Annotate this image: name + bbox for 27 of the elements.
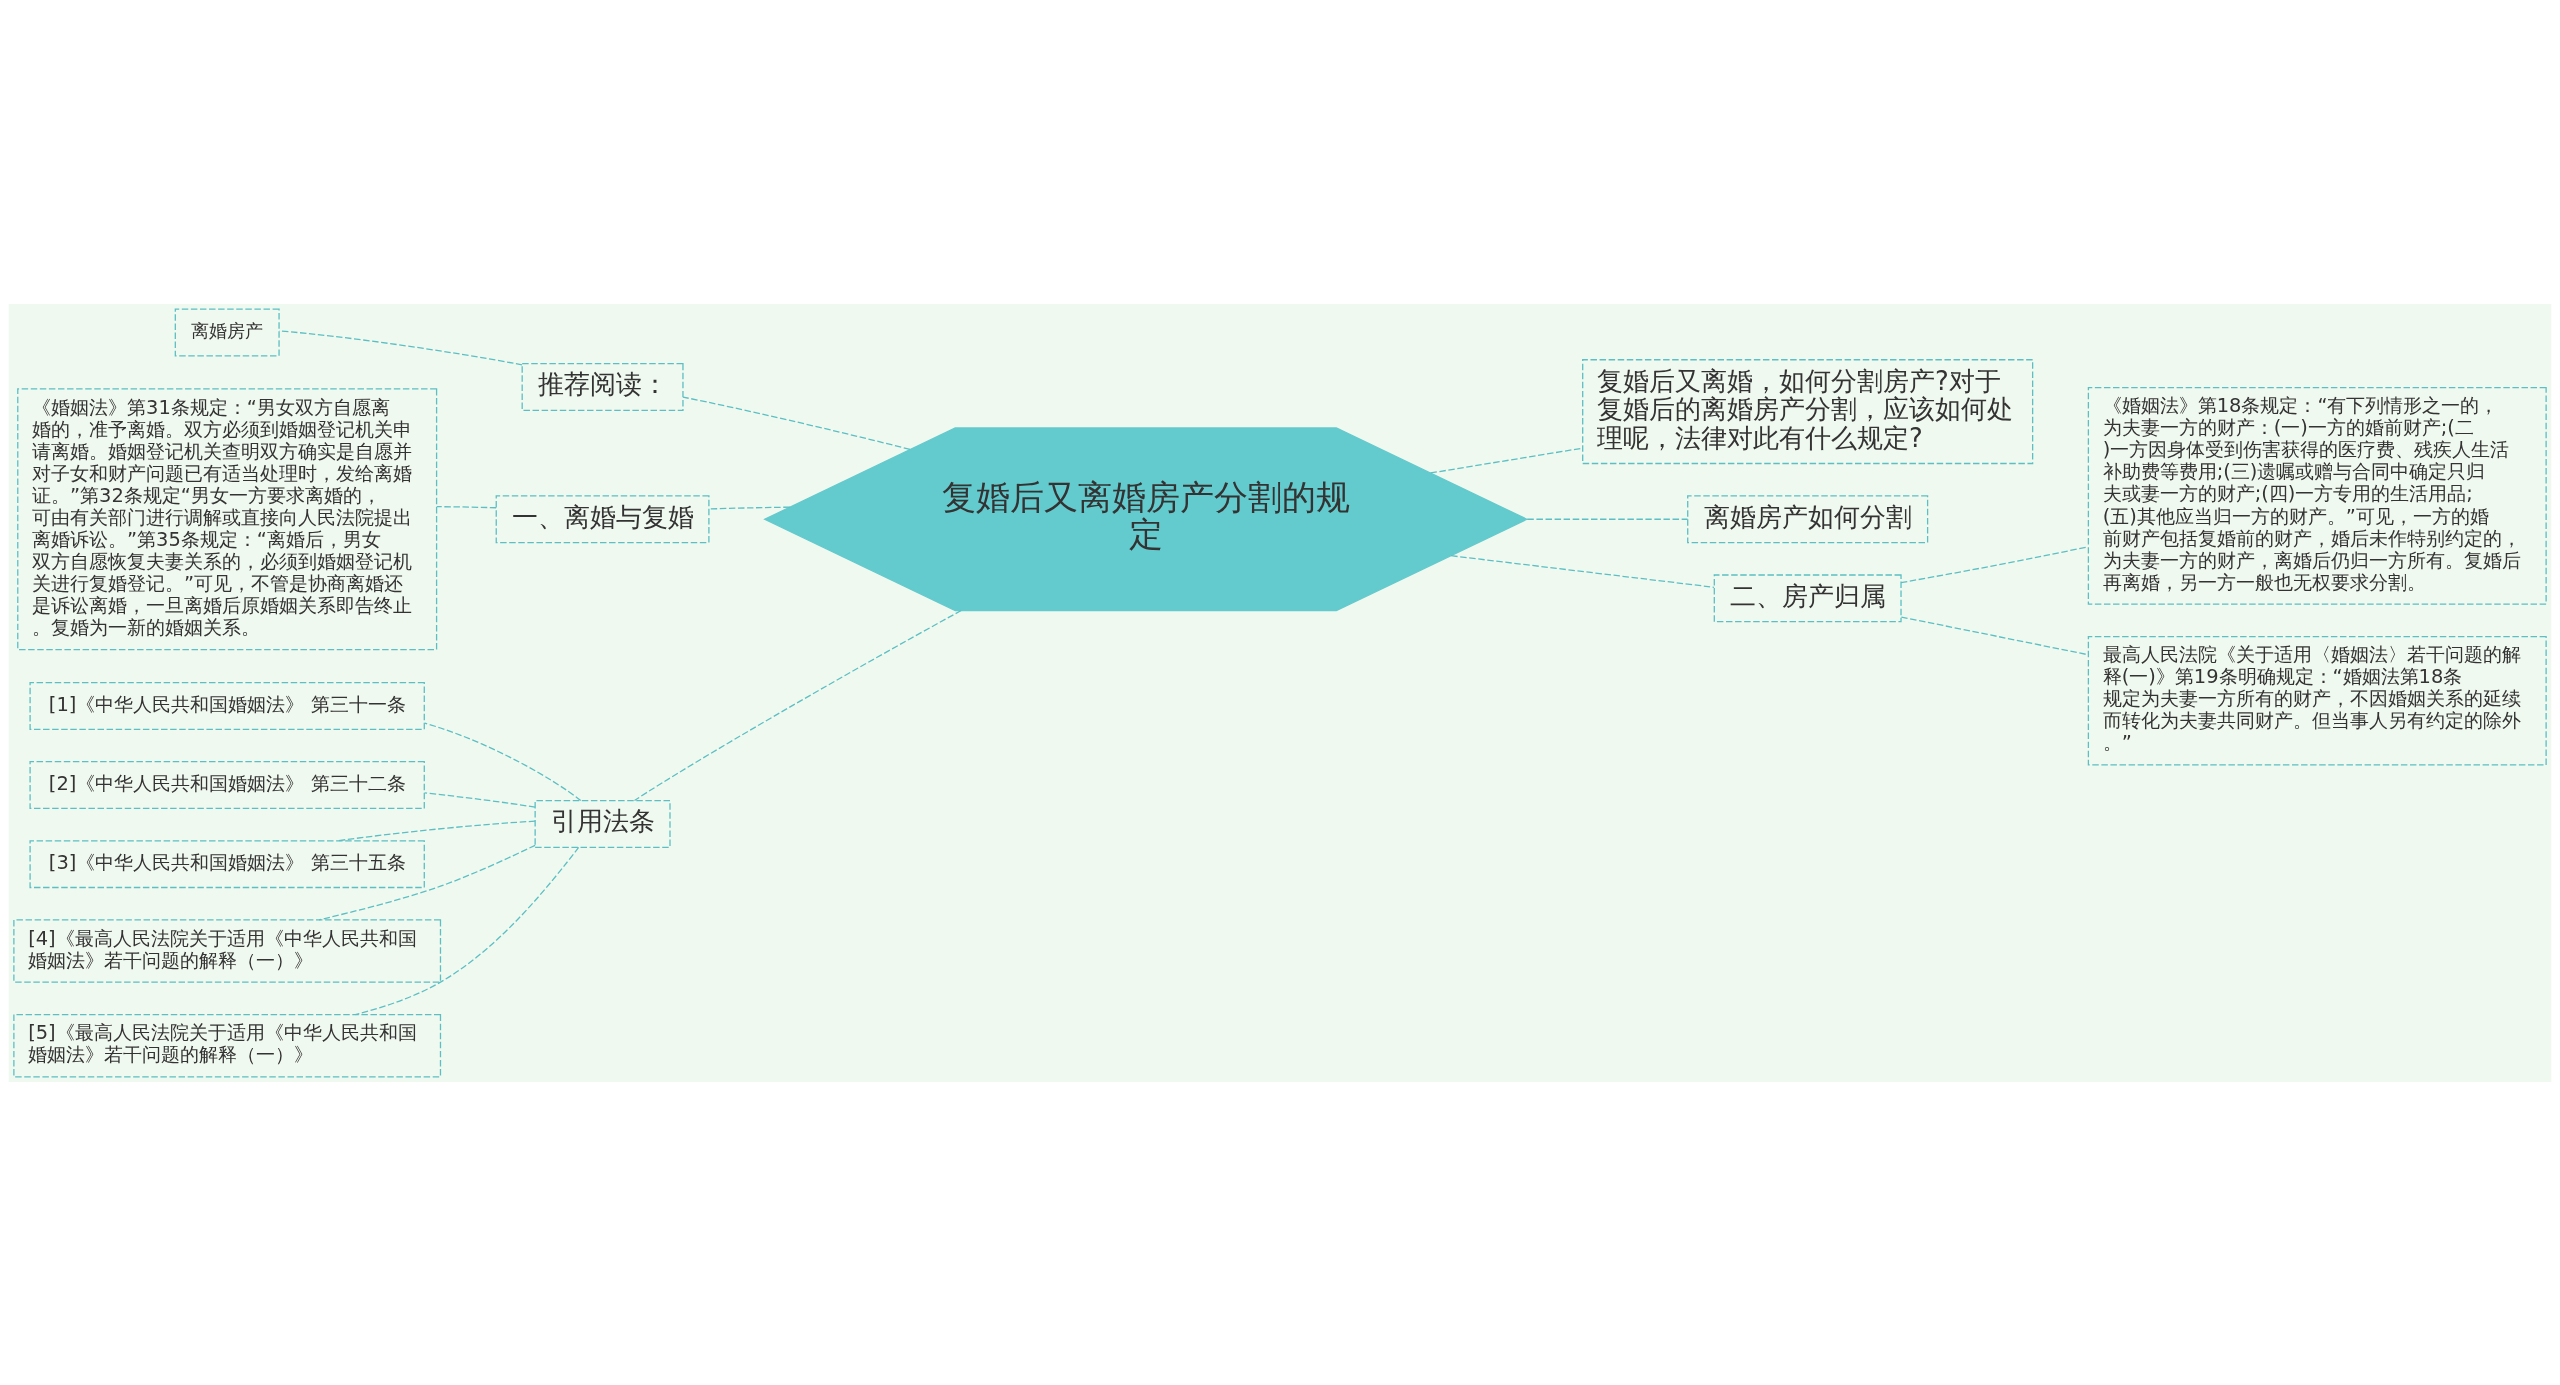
node-box: 引用法条 [534,799,671,848]
node-box: [2]《中华人民共和国婚姻法》 第三十二条 [29,760,425,809]
node-box: [4]《最高人民法院关于适用《中华人民共和国婚姻法》若干问题的解释（一）》 [13,918,442,983]
node-box: [5]《最高人民法院关于适用《中华人民共和国婚姻法》若干问题的解释（一）》 [13,1013,442,1077]
node-box: [1]《中华人民共和国婚姻法》 第三十一条 [29,681,425,730]
connector [1526,518,1689,520]
connector [682,395,911,450]
node-box: 二、房产归属 [1713,573,1902,622]
node-box: 《婚姻法》第18条规定：“有下列情形之一的，为夫妻一方的财产：(一)一方的婚前财产;(二)一方因身体受到伤害获得的医疗费、残疾人生活补助费等费用;(三)遗嘱或赠与合同中确定只归夫或妻一方的财产;(四)一方专用的生活用品;(五)其他应当归一方的财产。”可见，一方的婚前财产包括复婚前的财产，婚后未作特别约定的，为夫妻一方的财产，离婚后仍归一方所有。复婚后再离婚，另一方一般也无权要求分割。 [2087,386,2547,605]
node-box: 《婚姻法》第31条规定：“男女双方自愿离婚的，准予离婚。双方必须到婚姻登记机关申请离婚。婚姻登记机关查明双方确实是自愿并对子女和财产问题已有适当处理时，发给离婚证。”第32条规定“男女一方要求离婚的，可由有关部门进行调解或直接向人民法院提出离婚诉讼。”第35条规定：“离婚后，男女双方自愿恢复夫妻关系的，必须到婚姻登记机关进行复婚登记。”可见，不管是协商离婚还是诉讼离婚，一旦离婚后原婚姻关系即告终止。复婚为一新的婚姻关系。 [17,387,438,650]
connector [1900,615,2089,655]
connector [424,791,536,808]
connector [633,609,962,801]
node-box: 一、离婚与复婚 [495,494,710,543]
node-box: 离婚房产 [174,308,280,356]
node-box: 离婚房产如何分割 [1687,494,1929,543]
node-box: 推荐阅读： [521,362,684,411]
node-box: [3]《中华人民共和国婚姻法》 第三十五条 [29,839,425,888]
connector [1900,545,2089,583]
connector [1429,447,1583,474]
connector [336,820,536,841]
connector [708,506,791,510]
connector [436,505,497,508]
connector [424,721,582,801]
node-box: 最高人民法院《关于适用〈婚姻法〉若干问题的解释(一)》第19条明确规定：“婚姻法第18条规定为夫妻一方所有的财产，不因婚姻关系的延续而转化为夫妻共同财产。但当事人另有约定的除外。” [2087,635,2547,766]
node-box: 复婚后又离婚，如何分割房产?对于复婚后的离婚房产分割，应该如何处理呢，法律对此有什么规定? [1582,358,2034,464]
connector [1450,554,1715,588]
